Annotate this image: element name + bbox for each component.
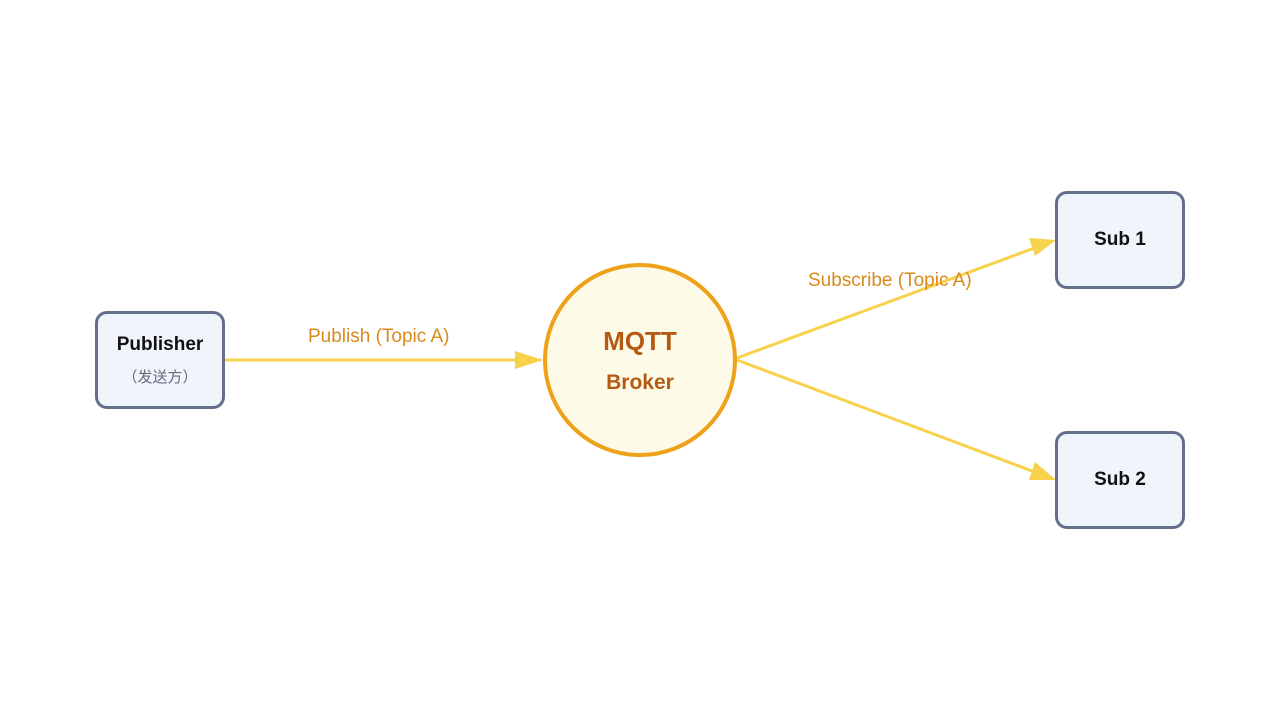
broker-title: MQTT [603,325,677,356]
sub2-node[interactable]: Sub 2 [1055,431,1185,529]
sub1-arrowhead [1029,238,1056,256]
subscribe-label: Subscribe (Topic A) [808,270,972,291]
broker-node[interactable]: MQTT Broker [543,263,737,457]
publish-arrowhead [515,351,543,369]
subscribe-edge-sub1 [736,244,1041,360]
publisher-title: Publisher [116,333,204,355]
broker-subtitle: Broker [606,370,674,394]
publisher-node[interactable]: Publisher （发送方） [95,311,225,409]
sub1-node[interactable]: Sub 1 [1055,191,1185,289]
publisher-subtitle: （发送方） [122,368,198,386]
publish-label: Publish (Topic A) [308,326,450,347]
sub2-title: Sub 2 [1094,469,1146,490]
subscribe-edge-sub2 [736,358,1041,476]
sub2-arrowhead [1029,462,1056,480]
sub1-title: Sub 1 [1094,229,1146,250]
